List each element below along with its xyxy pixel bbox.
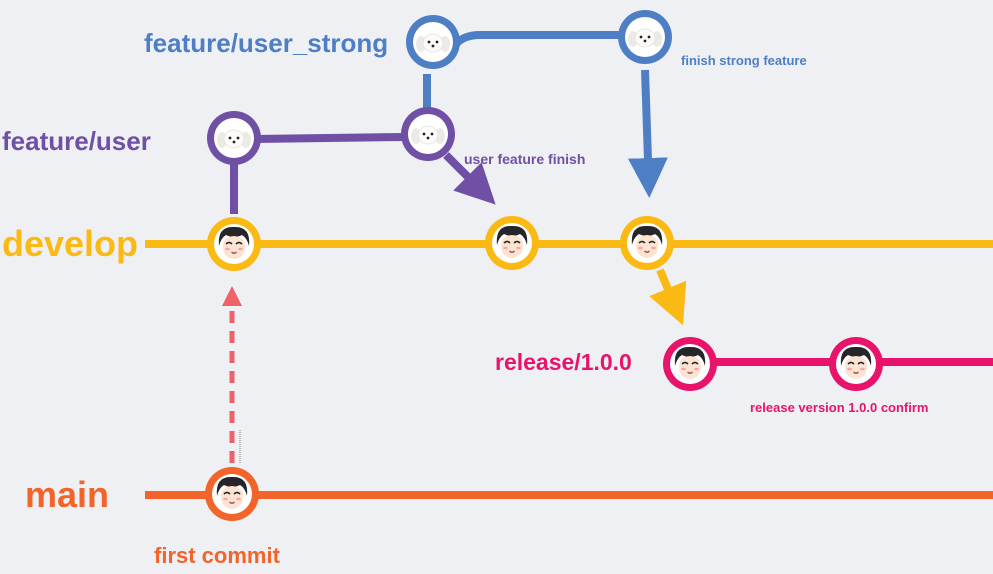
main-branch-label: main xyxy=(25,474,110,515)
boy-face-icon xyxy=(670,344,710,384)
boy-face-icon xyxy=(627,223,667,263)
puppy-face-icon xyxy=(214,118,254,158)
feature-user-strong-branch-label: feature/user_strong xyxy=(144,28,389,58)
feature-strong-branch-line xyxy=(453,31,620,47)
boy-face-icon xyxy=(836,344,876,384)
puppy-face-icon xyxy=(625,17,665,57)
feature-user-branch-label: feature/user xyxy=(2,126,151,156)
boy-face-icon xyxy=(212,474,252,514)
commit-node-feature-strong-1 xyxy=(406,15,460,69)
commit-node-develop-3 xyxy=(620,216,674,270)
puppy-face-icon xyxy=(413,22,453,62)
commit-node-feature-strong-2 xyxy=(618,10,672,64)
release-confirm-note: release version 1.0.0 confirm xyxy=(750,400,929,415)
first-commit-note: first commit xyxy=(154,543,280,568)
feature-strong-merge-arrow xyxy=(627,69,668,198)
commit-node-feature-user-1 xyxy=(207,111,261,165)
release-branch-label: release/1.0.0 xyxy=(495,349,632,375)
user-feature-finish-note: user feature finish xyxy=(464,151,586,167)
commit-node-main-first xyxy=(205,467,259,521)
commit-node-feature-user-2 xyxy=(401,107,455,161)
boy-face-icon xyxy=(492,223,532,263)
commit-node-release-2 xyxy=(829,337,883,391)
feature-user-merge-arrow xyxy=(443,152,496,205)
release-branch-arrow xyxy=(649,268,687,326)
commit-node-develop-2 xyxy=(485,216,539,270)
boy-face-icon xyxy=(214,224,254,264)
commit-node-develop-1 xyxy=(207,217,261,271)
finish-strong-feature-note: finish strong feature xyxy=(681,53,807,68)
puppy-face-icon xyxy=(408,114,448,154)
feature-user-branch-line xyxy=(230,133,406,214)
develop-branch-label: develop xyxy=(2,223,139,264)
commit-node-release-1 xyxy=(663,337,717,391)
